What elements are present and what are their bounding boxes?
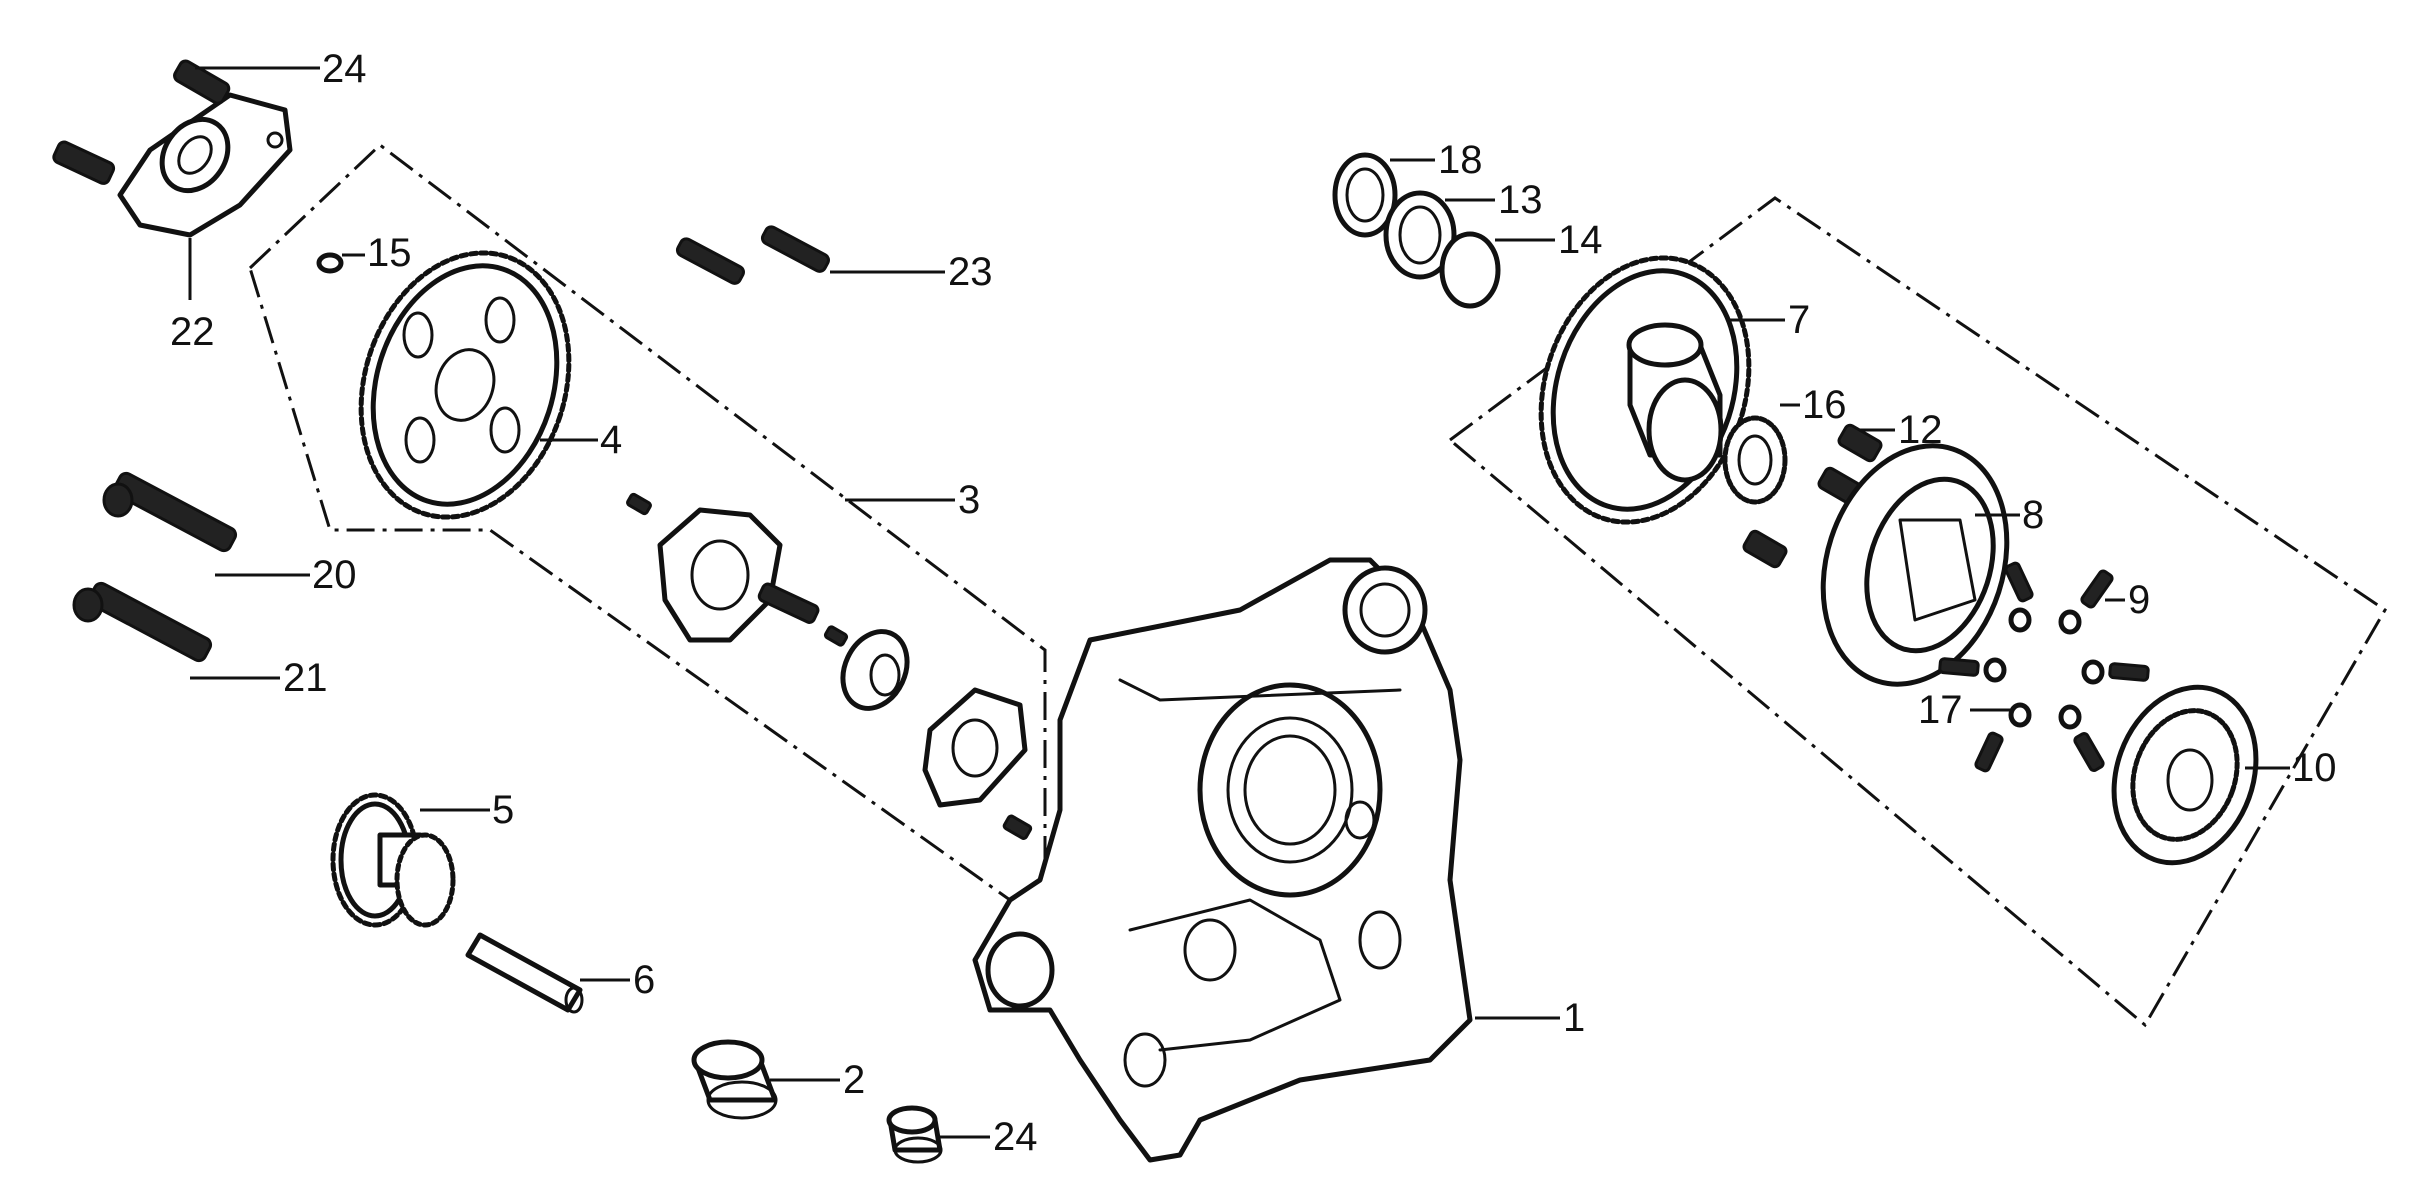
part-1-crankcase-cover bbox=[972, 557, 1473, 1163]
part-22-pin bbox=[675, 225, 830, 285]
callout-19: 20 bbox=[312, 553, 357, 597]
part-9-rollers bbox=[1938, 561, 2150, 773]
callout-16: 16 bbox=[1802, 383, 1847, 427]
callout-1: 1 bbox=[1563, 996, 1585, 1040]
callout-2: 2 bbox=[843, 1058, 865, 1102]
part-4-oil-pump-gear bbox=[358, 250, 572, 520]
starter-clutch-group-outline bbox=[1447, 196, 2387, 1028]
callout-7: 7 bbox=[1788, 298, 1810, 342]
callout-10: 10 bbox=[2292, 746, 2337, 790]
oil-pump-rotor bbox=[840, 629, 910, 711]
part-8-one-way-clutch bbox=[1820, 443, 2010, 687]
callout-labels: 24 22 15 23 4 3 20 21 5 6 2 24 1 18 13 1… bbox=[170, 47, 2337, 1159]
callout-20: 21 bbox=[283, 656, 328, 700]
callout-23: 24 bbox=[322, 47, 367, 91]
part-14-o-ring bbox=[1439, 231, 1501, 309]
callout-8: 8 bbox=[2022, 493, 2044, 537]
part-17-springs bbox=[1983, 607, 2105, 730]
oil-pump-shaft bbox=[757, 582, 820, 624]
callout-21: 22 bbox=[170, 310, 215, 354]
part-15-circlip bbox=[316, 252, 344, 274]
callout-6: 6 bbox=[633, 958, 655, 1002]
part-21-bolt bbox=[52, 140, 116, 185]
callout-12: 12 bbox=[1898, 408, 1943, 452]
callout-17: 17 bbox=[1918, 688, 1963, 732]
callout-15: 15 bbox=[367, 231, 412, 275]
callout-22: 23 bbox=[948, 250, 993, 294]
part-20-bolt bbox=[72, 581, 213, 663]
callout-3: 3 bbox=[958, 478, 980, 522]
callout-4: 4 bbox=[600, 418, 622, 462]
callout-9: 9 bbox=[2128, 578, 2150, 622]
part-10-starter-gear bbox=[2111, 684, 2259, 866]
part-18-oil-seal bbox=[1332, 152, 1398, 238]
part-2-bushing bbox=[691, 1039, 778, 1120]
oil-pump-body bbox=[657, 507, 783, 643]
leader-lines bbox=[188, 66, 2290, 1139]
oil-pump-dowel-pins bbox=[626, 492, 1033, 840]
part-13-bearing bbox=[1383, 190, 1457, 280]
part-7-starter-driven-gear bbox=[1538, 255, 1752, 525]
oil-pump-group-outline bbox=[248, 143, 1047, 912]
callout-13: 13 bbox=[1498, 178, 1543, 222]
callout-14: 14 bbox=[1558, 218, 1603, 262]
oil-pump-cover bbox=[922, 687, 1028, 808]
part-5-idle-gear bbox=[330, 792, 456, 928]
part-21-cover-plate bbox=[117, 92, 293, 238]
part-23-bolt bbox=[173, 59, 231, 105]
part-6-shaft bbox=[465, 932, 584, 1014]
part-24-bushing bbox=[886, 1105, 943, 1164]
callout-18: 18 bbox=[1438, 138, 1483, 182]
part-16-needle-bearing bbox=[1722, 415, 1788, 505]
callout-24: 24 bbox=[993, 1115, 1038, 1159]
part-19-bolt bbox=[102, 471, 238, 553]
callout-5: 5 bbox=[492, 788, 514, 832]
